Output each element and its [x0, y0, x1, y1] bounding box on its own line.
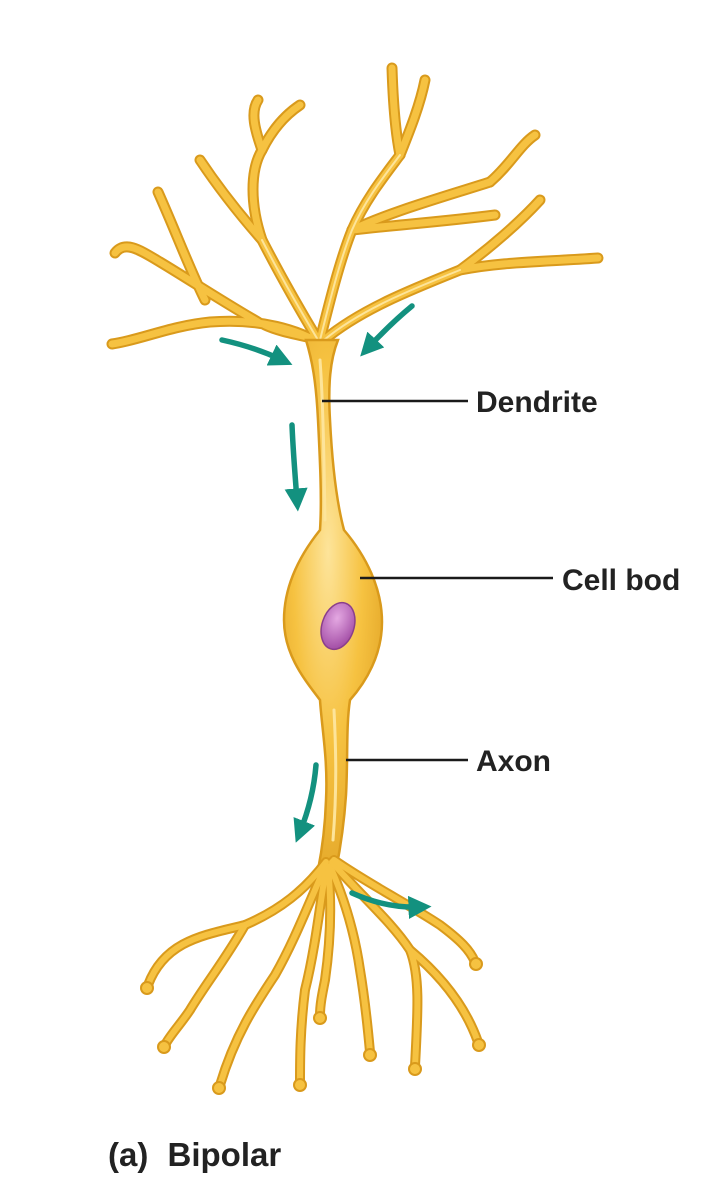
impulse-arrow-axon [293, 762, 319, 843]
dendrite-label: Dendrite [476, 386, 598, 419]
impulse-arrow-right-dendrite [360, 303, 415, 357]
neuron-main-body [282, 338, 384, 872]
impulse-arrows [219, 303, 432, 919]
impulse-arrow-dendrite-trunk [284, 422, 308, 512]
axon-terminal-knob [363, 1048, 377, 1062]
trunk-highlight [318, 358, 327, 522]
figure-caption: (a) Bipolar [108, 1136, 281, 1173]
axon-terminal-knob [212, 1081, 226, 1095]
cell-body-label: Cell bod [562, 564, 680, 597]
axon-terminal-knob [408, 1062, 422, 1076]
dendrite-trunk-and-axon-shape [282, 338, 384, 872]
axon-terminal-knob [157, 1040, 171, 1054]
leader-lines [322, 399, 553, 762]
impulse-arrow-terminals [349, 890, 432, 919]
caption-letter: (a) [108, 1136, 148, 1173]
axon-terminal-knob [469, 957, 483, 971]
caption-type: Bipolar [168, 1136, 282, 1173]
impulse-arrow-left-dendrite [219, 337, 293, 366]
axon-terminal-knob [472, 1038, 486, 1052]
axon-terminal-knob [293, 1078, 307, 1092]
axon-highlight [331, 708, 338, 842]
axon-terminal-knob [140, 981, 154, 995]
axon-label: Axon [476, 745, 551, 778]
axon-terminal-knob [313, 1011, 327, 1025]
nucleus [320, 601, 356, 651]
dendrite-tree [106, 62, 604, 351]
axon-terminals [140, 855, 486, 1095]
labels: Dendrite Cell bod Axon [476, 386, 680, 778]
